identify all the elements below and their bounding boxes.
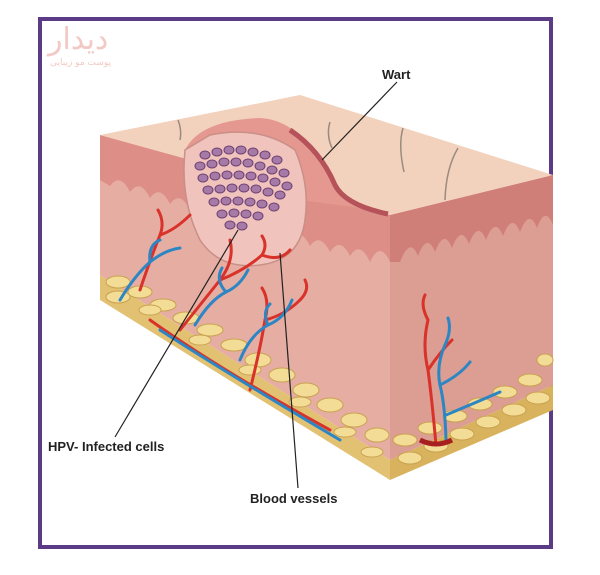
hpv-infected-cells xyxy=(194,145,293,231)
wart-edge xyxy=(288,127,389,217)
logo-text: دیدار xyxy=(48,22,109,57)
blood-vessels-label: Blood vessels xyxy=(250,491,338,506)
hpv-infected-cells-label: HPV- Infected cells xyxy=(48,439,165,454)
logo-subtitle: پوست مو زیبایی xyxy=(50,58,112,68)
fat-cells-front xyxy=(105,275,390,458)
wart-pointer-line xyxy=(321,81,398,161)
veins xyxy=(118,238,502,442)
blood-vessel-pointer-line xyxy=(279,252,299,489)
wart-label: Wart xyxy=(382,67,411,82)
vessel-base xyxy=(418,437,454,447)
fat-layer-front xyxy=(100,275,390,480)
hpv-pointer-line xyxy=(114,229,239,438)
label-pointers xyxy=(114,81,398,489)
epidermis-side xyxy=(390,175,553,262)
hairs xyxy=(177,119,459,201)
fat-cells-side xyxy=(392,353,554,465)
